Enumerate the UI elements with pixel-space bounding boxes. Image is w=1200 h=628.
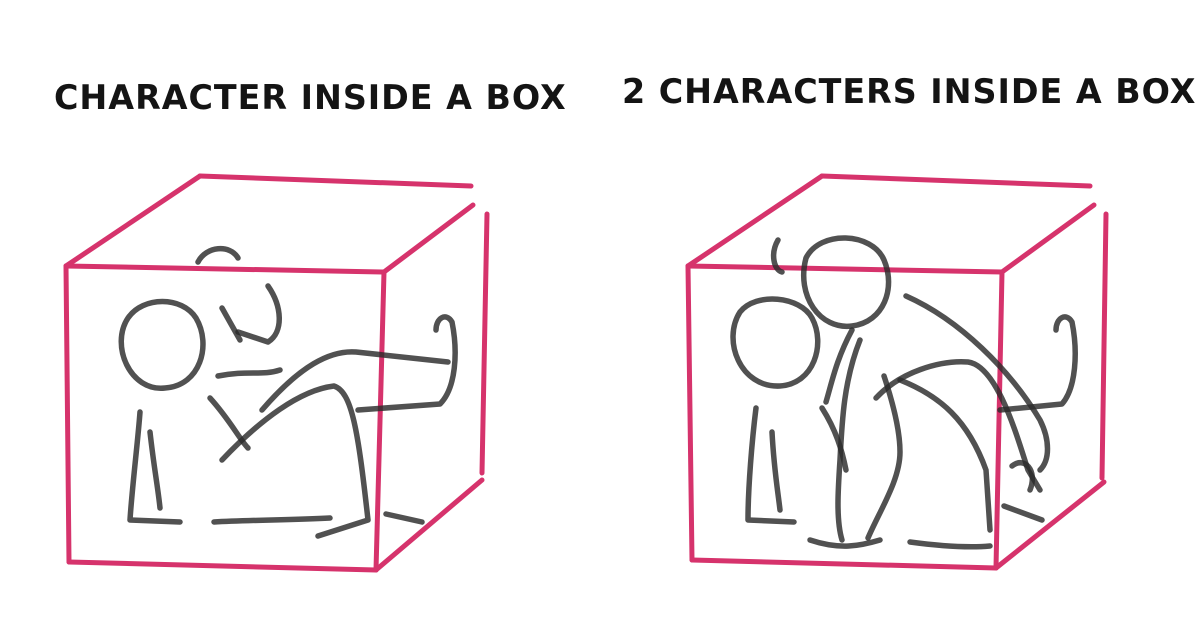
right-box-front-right [993, 269, 1005, 571]
right-box-edge-tr [999, 202, 1097, 275]
left-figure-raised-leg-top [259, 349, 451, 413]
standing-figure-leg-front [865, 373, 903, 541]
left-figure-lower-leg [211, 515, 333, 525]
left-figure-raised-hand [195, 246, 241, 265]
left-figure [118, 246, 458, 539]
left-figure-upper-arm [235, 283, 282, 345]
standing-figure-leg-back [897, 377, 993, 533]
seated-figure-leg-bottom [997, 314, 1078, 413]
left-box [63, 173, 490, 573]
seated-figure-foot [1001, 503, 1045, 523]
seated-figure-back [745, 405, 797, 525]
left-box-edge-tl [63, 173, 203, 269]
right-figure-standing [770, 235, 1051, 550]
left-figure-torso-front [207, 395, 251, 451]
standing-figure-torso-inner [819, 405, 849, 473]
seated-figure-leg-top [873, 359, 1043, 493]
left-box-back-top [197, 173, 474, 189]
seated-figure-back-inner [769, 429, 783, 513]
left-figure-arm-inner [219, 305, 243, 343]
left-box-front-top [63, 263, 387, 275]
right-panel-title: 2 CHARACTERS INSIDE A BOX [622, 72, 1197, 112]
standing-figure-head [801, 235, 892, 329]
left-figure-back [127, 409, 183, 525]
left-box-edge-tr [381, 202, 476, 275]
right-figure-seated [730, 296, 1078, 525]
right-box-back-top [819, 173, 1093, 189]
right-box-front-left [685, 263, 695, 563]
left-figure-thigh [219, 383, 371, 539]
standing-figure-foot-left [807, 537, 883, 549]
standing-figure-neck [823, 327, 855, 405]
left-figure-foot [383, 511, 425, 525]
right-box-edge-tl [685, 173, 825, 269]
seated-figure-head [730, 296, 821, 389]
left-figure-head [118, 298, 206, 391]
standing-figure-back [903, 293, 1051, 473]
left-figure-forearm [215, 367, 283, 379]
standing-figure-ear [770, 237, 785, 275]
left-box-back-right [479, 211, 490, 476]
right-box-front-top [685, 263, 1005, 275]
left-figure-raised-leg-bottom [355, 314, 458, 413]
standing-figure-arm [835, 337, 863, 543]
right-box-back-right [1099, 211, 1109, 481]
left-box-front-left [63, 263, 72, 565]
seated-figure-knee [1009, 459, 1035, 493]
left-figure-back-inner [147, 429, 163, 511]
standing-figure-foot-right [907, 539, 993, 550]
left-box-front-bottom [66, 559, 379, 573]
right-box-front-bottom [689, 557, 999, 571]
right-box [685, 173, 1109, 571]
right-box-edge-br [993, 479, 1107, 571]
left-box-edge-br [373, 477, 485, 573]
left-panel-title: CHARACTER INSIDE A BOX [54, 78, 567, 118]
left-box-front-right [373, 269, 387, 573]
